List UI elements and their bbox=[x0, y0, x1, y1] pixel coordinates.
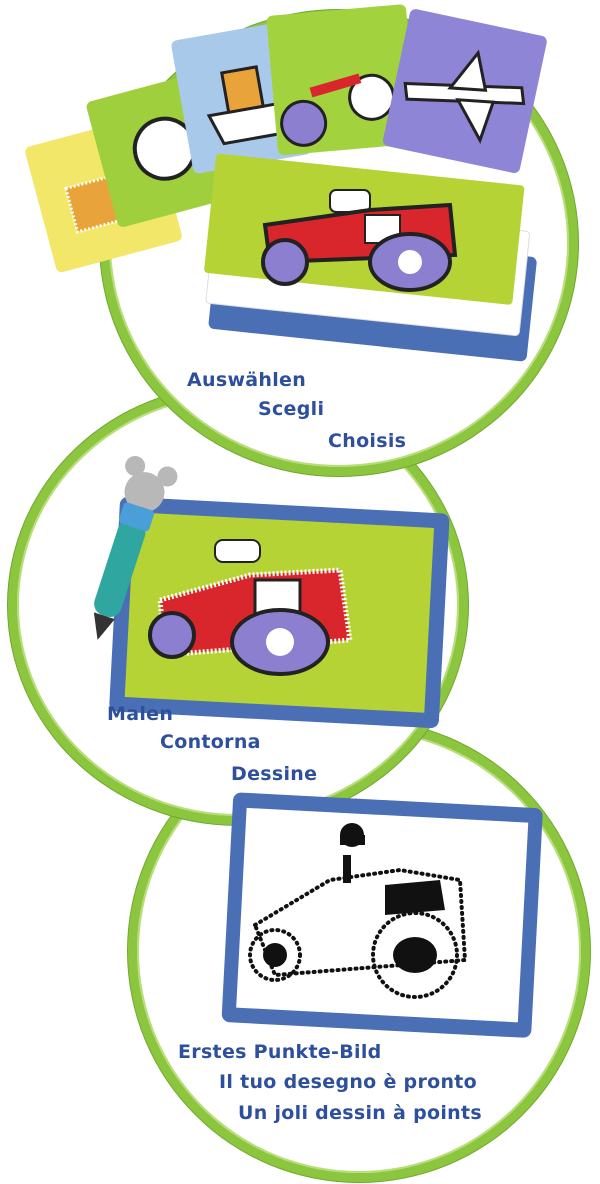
mouse-pen bbox=[93, 455, 178, 640]
tractor-card-2 bbox=[148, 539, 353, 676]
dot-tractor-fills bbox=[263, 823, 445, 973]
card-green-bike bbox=[266, 4, 418, 156]
step-2-label-it: Contorna bbox=[160, 731, 261, 753]
card-purple-airplane bbox=[382, 9, 547, 173]
step-1-label-it: Scegli bbox=[258, 398, 325, 420]
step-1-label-de: Auswählen bbox=[187, 369, 307, 391]
tractor-card-1 bbox=[261, 189, 458, 292]
step-1-label-fr: Choisis bbox=[328, 430, 407, 452]
card-blue-boat bbox=[171, 21, 312, 174]
step-2-label-fr: Dessine bbox=[231, 763, 318, 785]
step-3-label-it: Il tuo desegno è pronto bbox=[219, 1071, 478, 1093]
step-3-label-fr: Un joli dessin à points bbox=[238, 1102, 482, 1124]
step-3-label-de: Erstes Punkte-Bild bbox=[178, 1041, 382, 1063]
dot-tractor bbox=[248, 867, 468, 999]
step-2-label-de: Malen bbox=[107, 703, 174, 725]
